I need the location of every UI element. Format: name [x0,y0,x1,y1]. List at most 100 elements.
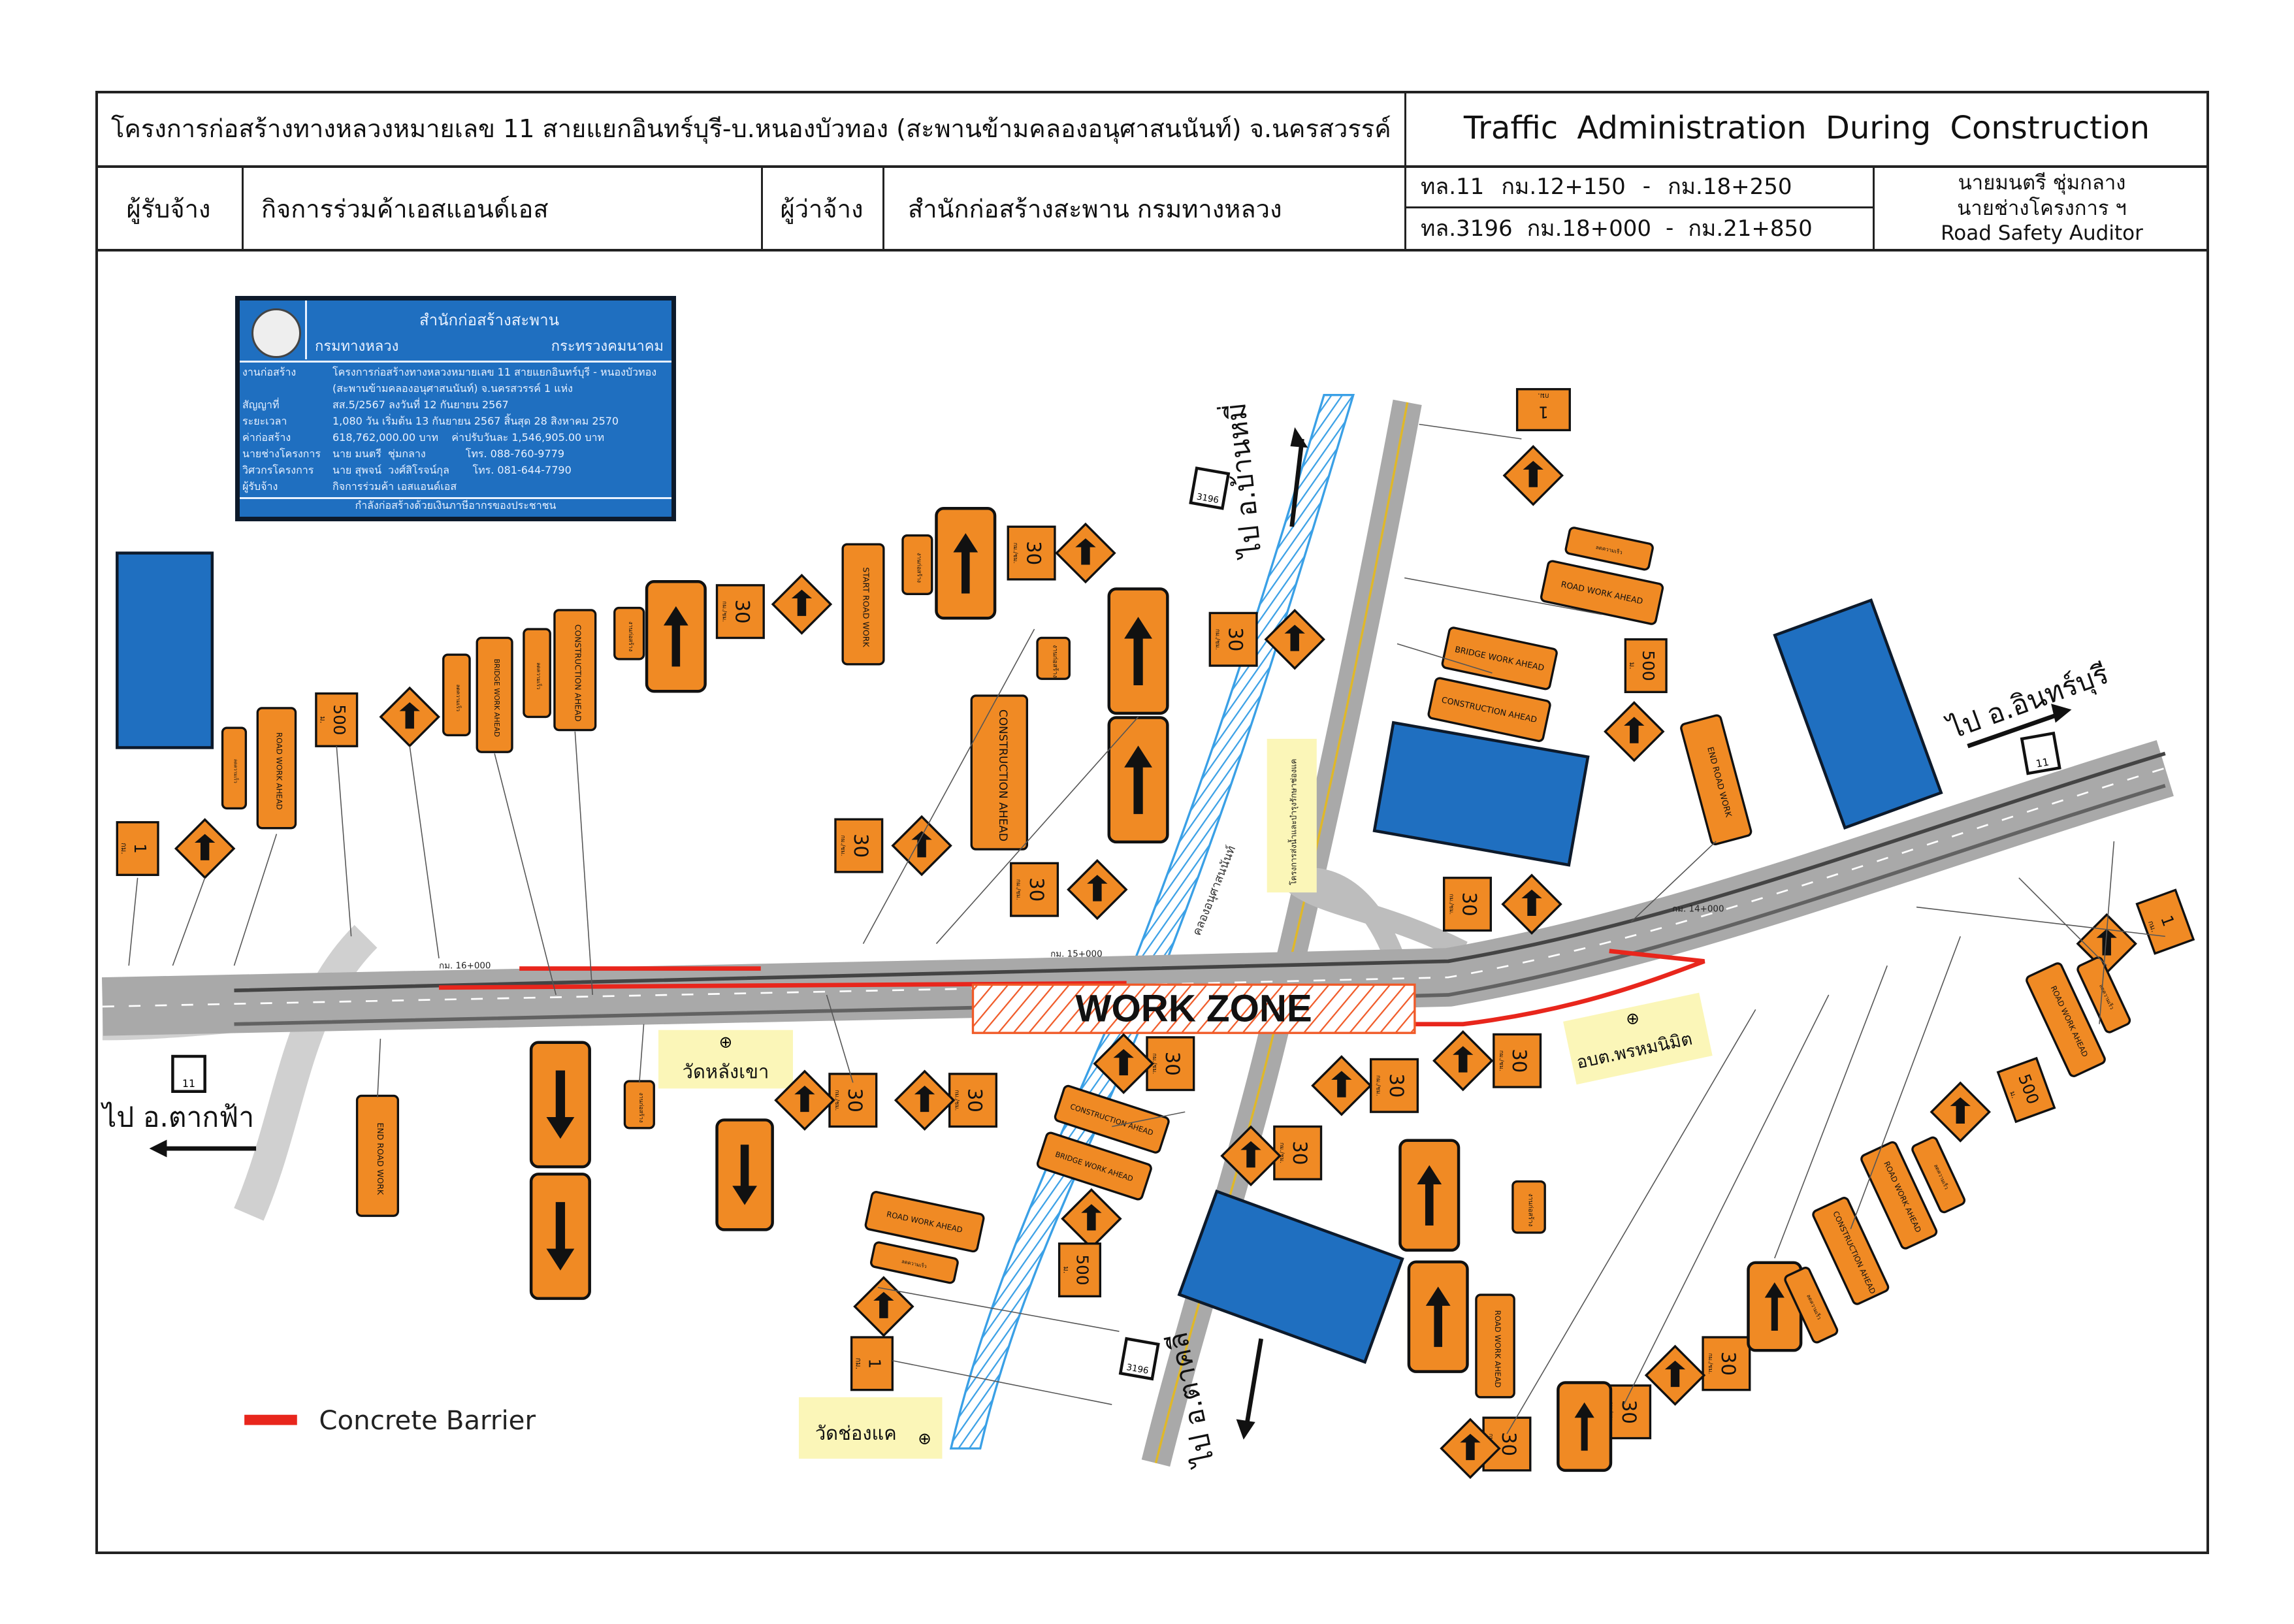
sign-text: ม. [1628,662,1636,670]
warning-sign [2076,913,2137,975]
sign-text: 30 [1161,1052,1184,1076]
sign-post-line [1630,841,1717,922]
arrow-up-icon [1124,617,1152,685]
arrow-icon [1521,889,1542,917]
place-note [1267,739,1317,893]
arrow-icon [1087,875,1108,901]
sign-text: ม. [1061,1267,1070,1274]
road-work-sign: ลดความเร็ว [1784,1267,1839,1344]
road-work-sign: BRIDGE WORK AHEAD [1441,626,1558,690]
arrow-icon [2096,929,2117,956]
arrow-board-sign [715,1118,774,1231]
sign-text: งานก่อสร้าง [1527,1194,1535,1227]
place-temple-langkhao: วัดหลังเขา [683,1061,769,1083]
road-work-sign: ROAD WORK AHEAD [864,1191,985,1253]
board-row-value: 618,762,000.00 บาท ค่าปรับวันละ 1,546,90… [332,431,604,444]
sign-text: กม. [2146,920,2158,934]
arrow-board-sign [1107,587,1169,715]
divider [95,165,2209,168]
sign-text: END ROAD WORK [376,1122,385,1195]
board-row: (สะพานข้ามคลองอนุศาสนนันท์) จ.นครสวรรค์ … [242,381,669,397]
road-work-sign: ROAD WORK AHEAD [256,707,297,830]
route-from: กม.18+000 [1527,215,1652,242]
sign-post-line [574,731,593,996]
board-row: ผู้รับจ้างกิจการร่วมค้า เอสแอนด์เอส [242,479,669,495]
road-work-sign: ROAD WORK AHEAD [1540,560,1664,625]
sign-text: CONSTRUCTION AHEAD [573,625,583,722]
arrow-board-sign [1107,716,1169,844]
work-zone-area [971,983,1416,1034]
arrow-icon [1453,1046,1474,1073]
svg-text:11: 11 [182,1077,195,1090]
arrow-up-icon [1417,1165,1442,1226]
warning-sign [1501,873,1562,935]
sign-post-line [409,746,440,959]
project-title: โครงการก่อสร้างทางหลวงหมายเลข 11 สายแยกอ… [111,114,1391,143]
sign-text: งานก่อสร้าง [627,621,634,651]
sign-text: งานก่อสร้าง [638,1092,645,1122]
warning-sign [774,1069,835,1131]
distance-sign: 1กม. [2135,888,2195,955]
sign-text: กม./ชม. [833,1090,840,1111]
arrow-down-icon [546,1202,575,1271]
sign-text: กม./ชม. [1707,1353,1713,1374]
speed-limit-sign: 30 กม./ชม. [1493,1033,1542,1088]
sign-text: กม./ชม. [1498,1050,1504,1071]
warning-sign [1093,1033,1154,1094]
arrow-board-sign [529,1173,591,1300]
sign-text: กม. [120,843,128,854]
road-work-sign: START ROAD WORK [841,543,885,666]
legend-barrier-swatch [244,1414,297,1425]
arrow-icon [194,834,216,860]
concrete-barriers [438,949,1705,1027]
road-work-sign: งานก่อสร้าง [613,606,645,660]
arrow-icon [1950,1097,1971,1124]
road-work-sign: CONSTRUCTION AHEAD [970,694,1029,851]
svg-text:3196: 3196 [1125,1363,1149,1376]
road-11 [101,739,2174,1036]
board-header: สำนักก่อสร้างสะพาน กรมทางหลวง กระทรวงคมน… [305,300,671,359]
board-row-key: ค่าก่อสร้าง [242,431,291,444]
warning-sign [894,1069,956,1131]
sign-post-line [877,1287,1120,1332]
place-temple-chongkhae: วัดช่องแค [815,1422,897,1444]
sign-post-line [2099,841,2115,1024]
road-work-sign: ลดความเร็ว [523,628,551,719]
sign-text: 30 [1289,1141,1311,1165]
board-row-value: นาย สุพจน์ วงศ์สิโรจน์กุล โทร. 081-644-7… [332,464,572,476]
board-row: นายช่างโครงการนาย มนตรี ชุ่มกลาง โทร. 08… [242,446,669,462]
warning-sign [1067,858,1128,920]
sign-text: ลดความเร็ว [536,662,542,689]
distance-sign: 1กม. [1515,388,1571,432]
sign-post-line [1112,1111,1186,1128]
board-row-key: สัญญาที่ [242,398,280,411]
divider [882,165,884,250]
arrow-board-sign [529,1041,591,1169]
board-row-value: 1,080 วัน เริ่มต้น 13 กันยายน 2567 สิ้นส… [332,415,619,427]
route-road: ทล.3196 [1421,215,1513,242]
project-info-board [116,551,214,749]
route-to: กม.21+850 [1688,215,1813,242]
sign-text: 30 [1022,541,1044,565]
sign-post-line [2018,877,2107,966]
arrow-up-icon [1764,1282,1785,1331]
sign-text: 30 [1508,1048,1530,1073]
place-note [658,1030,794,1089]
arrow-down-icon [732,1145,757,1205]
board-row-value: กิจการร่วมค้า เอสแอนด์เอส [332,480,457,493]
arrow-icon [911,831,932,858]
contractor-value: กิจการร่วมค้าเอสแอนด์เอส [261,194,549,223]
arrow-icon [1664,1360,1686,1388]
sign-post-line [1916,906,2165,937]
board-row-key [242,381,332,397]
road-work-sign: งานก่อสร้าง [623,1080,655,1129]
board-row: วิศวกรโครงการนาย สุพจน์ วงศ์สิโรจน์กุล โ… [242,463,669,478]
contractor-label: ผู้รับจ้าง [126,194,211,223]
